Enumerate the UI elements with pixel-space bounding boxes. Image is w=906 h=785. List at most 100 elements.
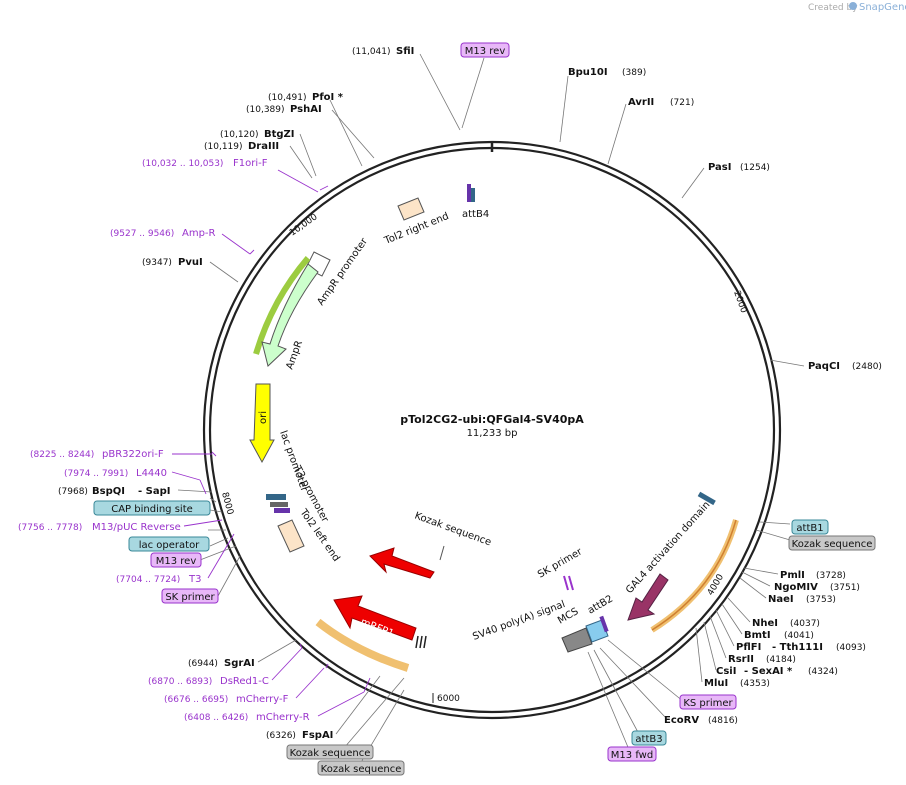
kozak-right-box [788,535,876,551]
attb3-label: attB3 [635,734,662,745]
attb1-feature [697,491,716,506]
cap-binding-label: CAP binding site [111,504,193,515]
enzyme-pfoi-pos: (10,491) [268,93,307,103]
snapgene-logo-icon [849,2,857,10]
cap-binding-box [93,500,211,516]
enzyme-fspai-pos: (6326) [266,731,296,741]
gal4-feature [627,573,669,621]
primer-f1ori: F1ori-F [233,158,268,169]
attb4-feature-b [471,188,475,202]
leader-lines [177,53,805,765]
enzyme-bspqi-pos: (7968) [58,487,88,497]
attb2-label: attB2 [586,593,615,616]
attb3-box [631,730,667,746]
enzyme-pflfi: PflFI [736,642,761,653]
enzyme-avrii-pos: (721) [670,98,694,108]
enzyme-mlui: MluI [704,678,728,689]
m13-rev-top-label: M13 rev [465,46,506,57]
enzyme-btgzi: BtgZI [264,129,295,140]
enzyme-pasi-pos: (1254) [740,163,770,173]
plasmid-size: 11,233 bp [467,428,518,439]
enzyme-bmti-pos: (4041) [784,631,814,641]
enzyme-ecorv-pos: (4816) [708,716,738,726]
gal4-halo [650,519,739,633]
sk-primer-mark-1 [563,575,569,591]
m13-rev-left-box [150,552,202,568]
enzyme-bpu10i-pos: (389) [622,68,646,78]
enzyme-pvui: PvuI [178,257,203,268]
enzyme-ecorv: EcoRV [664,715,699,726]
primer-mcherryf-pos: (6676 .. 6695) [164,695,228,705]
enzyme-pshai: PshAI [290,104,322,115]
mrfp1-upper-feature [369,547,435,579]
enzyme-draiii: DraIII [248,141,279,152]
mcs-feature [599,615,609,633]
enzyme-rsrii: RsrII [728,654,754,665]
enzyme-ngomiv: NgoMIV [774,582,818,593]
enzyme-avrii: AvrII [628,97,654,108]
enzyme-paqci-pos: (2480) [852,362,882,372]
enzyme-pfoi: PfoI * [312,92,344,103]
tol2-right-end-label: Tol2 right end [382,211,450,247]
sv40-feature [561,627,593,653]
primer-l4440: L4440 [136,468,167,479]
m13-fwd-label: M13 fwd [611,750,653,761]
ampr-label: AmpR [284,339,305,371]
enzyme-pshai-pos: (10,389) [246,105,285,115]
kozak-right-label: Kozak sequence [792,539,873,550]
lac-operator-feature [270,502,288,507]
enzyme-bspqi: BspQI [92,486,125,497]
ks-primer-box [679,694,737,710]
enzyme-pmli: PmlI [780,570,805,581]
kozak-b-mark-1 [415,635,419,649]
kozak-bottom-2-label: Kozak sequence [321,764,402,775]
primer-dsred-pos: (6870 .. 6893) [148,677,212,687]
attb1-label: attB1 [796,523,823,534]
enzyme-tth111i: - Tth111I [772,642,823,653]
primer-m13puc: M13/pUC Reverse [92,522,181,533]
m13-fwd-box [607,746,657,762]
tick-10000: 10,000 [288,212,320,238]
primer-l4440-pos: (7974 .. 7991) [64,469,128,479]
mrfp1-lower-feature [333,595,417,641]
m13-rev-top-box [460,42,510,58]
sv40-label: SV40 poly(A) signal [471,599,567,643]
enzyme-sfii-pos: (11,041) [352,47,391,57]
enzyme-tth111i-pos: (4093) [836,643,866,653]
primer-mcherryr-pos: (6408 .. 6426) [184,713,248,723]
enzyme-sexai: - SexAI * [744,666,793,677]
enzyme-sapi: - SapI [138,486,170,497]
primer-mcherryf: mCherry-F [236,694,289,705]
enzyme-paqci: PaqCI [808,361,840,372]
credit-text: Created by [808,3,858,13]
enzyme-rsrii-pos: (4184) [766,655,796,665]
lac-operator-box [128,536,210,552]
enzyme-sgrai: SgrAI [224,658,255,669]
enzyme-pmli-pos: (3728) [816,571,846,581]
enzyme-fspai: FspAI [302,730,333,741]
enzyme-bpu10i: Bpu10I [568,67,608,78]
primer-mcherryr: mCherry-R [256,712,310,723]
primer-pbr322-pos: (8225 .. 8244) [30,450,94,460]
enzyme-sexai-pos: (4324) [808,667,838,677]
attb4-feature [467,184,471,202]
kozak-b-mark-3 [423,635,427,649]
attb4-label: attB4 [462,209,489,220]
primer-dsred: DsRed1-C [220,676,269,687]
primer-m13puc-pos: (7756 .. 7778) [18,523,82,533]
primer-t3-pos: (7704 .. 7724) [116,575,180,585]
mrfp1-lower-halo [315,618,410,672]
enzyme-bmti: BmtI [744,630,771,641]
plasmid-name: pTol2CG2-ubi:QFGal4-SV40pA [400,413,584,426]
enzyme-nhei-pos: (4037) [790,619,820,629]
sk-primer-inner-label: SK primer [536,546,585,581]
enzyme-btgzi-pos: (10,120) [220,130,259,140]
ori-feature [249,383,275,464]
cap-site-feature [266,494,286,500]
kozak-inner-label: Kozak sequence [413,510,493,548]
kozak-b-mark-2 [419,635,423,649]
enzyme-sfii: SfiI [396,46,414,57]
kozak-bottom-1-label: Kozak sequence [290,748,371,759]
primer-pbr322: pBR322ori-F [102,449,164,460]
